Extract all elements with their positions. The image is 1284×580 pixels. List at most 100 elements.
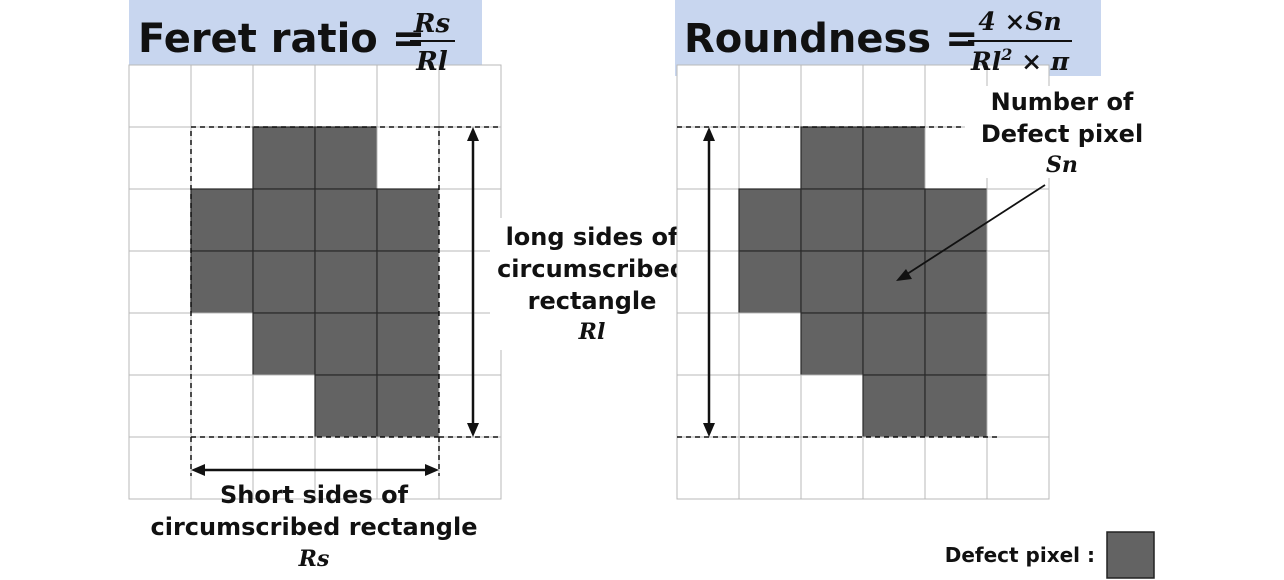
feret-empty-pixel: [252, 64, 316, 128]
feret-empty-pixel: [128, 250, 192, 314]
feret-empty-pixel: [252, 436, 316, 500]
left-panel: Feret ratio = Rs Rl long sides of circum…: [128, 0, 700, 572]
feret-empty-pixel: [190, 126, 254, 190]
sn-pointer-arrow: [903, 184, 1046, 277]
feret-empty-pixel: [314, 436, 378, 500]
feret-empty-pixel: [376, 126, 440, 190]
feret-empty-pixel: [438, 436, 502, 500]
feret-pixel-grid: [128, 64, 502, 500]
short-sides-label-line1: Short sides of: [220, 481, 409, 509]
roundness-pixel-grid: [676, 64, 1050, 500]
feret-title-band: [129, 0, 482, 76]
sn-pointer-arrowhead: [896, 269, 912, 281]
feret-defect-pixel: [252, 312, 316, 376]
roundness-empty-pixel: [924, 436, 988, 500]
roundness-defect-pixel: [924, 374, 988, 438]
feret-empty-pixel: [128, 64, 192, 128]
long-sides-label-backdrop: [490, 218, 700, 350]
feret-numerator: Rs: [413, 9, 451, 39]
feret-defect-pixel: [376, 312, 440, 376]
feret-long-side-arrowhead-top: [467, 127, 479, 141]
feret-defect-pixel: [252, 188, 316, 252]
roundness-empty-pixel: [800, 374, 864, 438]
roundness-empty-pixel: [738, 126, 802, 190]
feret-long-side-arrowhead-bottom: [467, 423, 479, 437]
roundness-title-band: [675, 0, 1101, 76]
legend-defect-swatch: [1106, 531, 1155, 579]
roundness-empty-pixel: [738, 64, 802, 128]
roundness-title: Roundness =: [684, 16, 979, 62]
roundness-defect-pixel: [800, 188, 864, 252]
roundness-empty-pixel: [738, 436, 802, 500]
feret-defect-pixel: [376, 250, 440, 314]
roundness-empty-pixel: [862, 64, 926, 128]
feret-empty-pixel: [128, 374, 192, 438]
feret-defect-pixel: [252, 126, 316, 190]
feret-defect-pixel: [376, 374, 440, 438]
feret-defect-pixel: [376, 188, 440, 252]
roundness-denominator: Rl2 × π: [970, 45, 1070, 76]
feret-empty-pixel: [128, 126, 192, 190]
roundness-defect-pixel: [800, 126, 864, 190]
long-sides-label-line3: rectangle: [528, 287, 657, 315]
feret-defect-pixel: [190, 188, 254, 252]
sn-label-backdrop: [965, 86, 1165, 178]
feret-empty-pixel: [190, 64, 254, 128]
short-sides-label-line2: circumscribed rectangle: [151, 513, 478, 541]
feret-defect-pixel: [314, 312, 378, 376]
legend: Defect pixel :: [945, 531, 1155, 579]
feret-short-side-arrowhead-right: [425, 464, 439, 476]
roundness-numerator: 4 ×Sn: [978, 7, 1061, 36]
roundness-empty-pixel: [800, 436, 864, 500]
roundness-empty-pixel: [986, 250, 1050, 314]
feret-defect-pixel: [314, 374, 378, 438]
feret-defect-pixel: [252, 250, 316, 314]
roundness-denominator-rest: × π: [1012, 47, 1069, 76]
roundness-defect-pixel: [862, 374, 926, 438]
roundness-defect-pixel: [738, 250, 802, 314]
feret-empty-pixel: [128, 312, 192, 376]
sn-symbol: Sn: [1046, 152, 1078, 178]
sn-label-line1: Number of: [991, 88, 1134, 116]
roundness-defect-pixel: [924, 312, 988, 376]
roundness-empty-pixel: [676, 64, 740, 128]
short-sides-symbol: Rs: [298, 546, 330, 572]
feret-empty-pixel: [252, 374, 316, 438]
long-sides-label-line2: circumscribed: [497, 255, 687, 283]
long-sides-symbol: Rl: [578, 319, 606, 345]
roundness-empty-pixel: [986, 374, 1050, 438]
roundness-defect-pixel: [862, 250, 926, 314]
roundness-empty-pixel: [986, 312, 1050, 376]
roundness-defect-pixel: [800, 312, 864, 376]
roundness-defect-pixel: [800, 250, 864, 314]
roundness-defect-pixel: [924, 250, 988, 314]
roundness-empty-pixel: [986, 436, 1050, 500]
roundness-long-side-arrowhead-bottom: [703, 423, 715, 437]
feret-ratio-title: Feret ratio =: [138, 16, 425, 62]
feret-defect-pixel: [190, 250, 254, 314]
feret-empty-pixel: [128, 436, 192, 500]
feret-empty-pixel: [190, 312, 254, 376]
roundness-empty-pixel: [738, 312, 802, 376]
feret-empty-pixel: [190, 374, 254, 438]
feret-short-side-arrowhead-left: [191, 464, 205, 476]
feret-empty-pixel: [128, 188, 192, 252]
roundness-empty-pixel: [986, 188, 1050, 252]
feret-empty-pixel: [438, 64, 502, 128]
feret-defect-pixel: [314, 126, 378, 190]
roundness-defect-pixel: [862, 126, 926, 190]
feret-denominator: Rl: [415, 47, 448, 77]
long-sides-label-line1: long sides of: [506, 223, 679, 251]
feret-empty-pixel: [314, 64, 378, 128]
right-panel: Roundness = 4 ×Sn Rl2 × π Number of Defe…: [675, 0, 1165, 500]
feret-empty-pixel: [376, 64, 440, 128]
roundness-denominator-base: Rl: [970, 47, 1001, 76]
roundness-denominator-exponent: 2: [1000, 45, 1012, 64]
roundness-defect-pixel: [738, 188, 802, 252]
roundness-empty-pixel: [738, 374, 802, 438]
roundness-defect-pixel: [924, 188, 988, 252]
roundness-empty-pixel: [800, 64, 864, 128]
roundness-empty-pixel: [676, 436, 740, 500]
feret-defect-pixel: [314, 188, 378, 252]
roundness-defect-pixel: [862, 312, 926, 376]
